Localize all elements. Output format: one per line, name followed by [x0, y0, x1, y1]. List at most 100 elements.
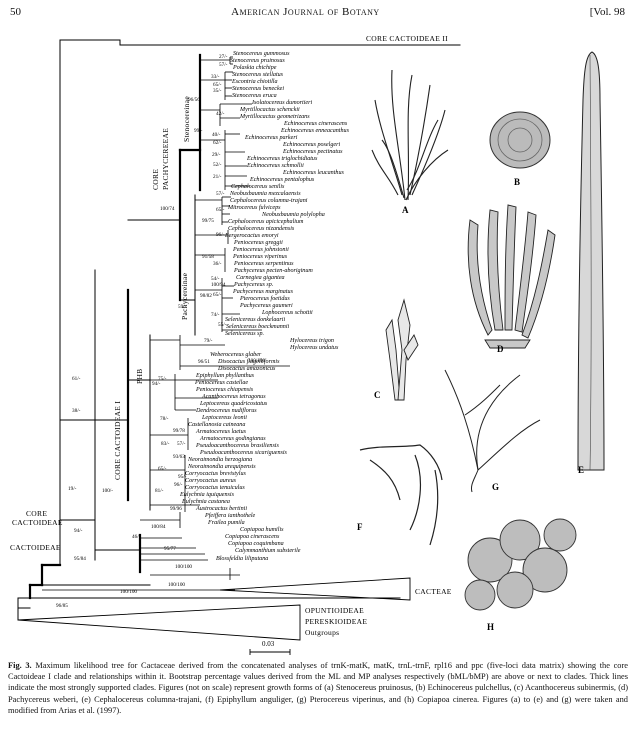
taxon-label: Echinocereus cinerascens	[283, 121, 348, 127]
taxon-label: Bergerocactus emoryi	[225, 233, 279, 239]
taxon-label: Austrocactus bertinii	[195, 506, 247, 512]
bootstrap-value: 100/100	[168, 582, 185, 588]
bootstrap-value: 91/58	[202, 254, 214, 260]
taxon-label: Pseudoacanthocereus sicariguensis	[199, 450, 288, 456]
bootstrap-value: 19/-	[68, 486, 77, 492]
taxon-label: Peniocereus serpentinus	[233, 261, 294, 267]
clade-core-cactoideae-line1: CORE	[26, 509, 47, 518]
illustration-f	[359, 444, 443, 546]
taxon-label: Epiphyllum phyllanthus	[195, 373, 255, 379]
bootstrap-value: 65/-	[213, 292, 222, 298]
taxon-label: Polaskia chichipe	[232, 65, 277, 71]
taxon-label: Stenocereus stellatus	[232, 72, 284, 78]
bootstrap-value: 59/-	[178, 304, 187, 310]
taxon-label: Echinocereus schmollii	[246, 163, 304, 169]
taxon-label: Selenicereus donkelaarii	[225, 317, 285, 323]
clade-core-pachycereeae-line1: CORE	[151, 169, 160, 190]
bootstrap-value: 36/-	[213, 261, 222, 267]
bootstrap-value: 29/-	[212, 152, 221, 158]
taxon-label: Calymmanthium substerile	[235, 548, 301, 554]
bootstrap-value: 21/-	[213, 174, 222, 180]
clade-cactoideae: CACTOIDEAE	[10, 543, 61, 552]
caption-figure-number: Fig. 3.	[8, 661, 32, 670]
taxon-label: Blossfeldia liliputana	[216, 555, 268, 562]
bootstrap-value: 79/-	[204, 338, 213, 344]
bootstrap-value: 40/-	[212, 132, 221, 138]
taxon-label: Pachycereus marginatus	[232, 289, 294, 295]
clade-core-pachycereeae-line2: PACHYCEREEAE	[161, 128, 170, 190]
taxon-label: Selenicereus boeckmannii	[226, 324, 290, 330]
phb-twigs	[150, 335, 290, 512]
bootstrap-value: 57/-	[216, 191, 225, 197]
bootstrap-value: 38/-	[72, 408, 81, 414]
clade-core-cactoideae-ii: CORE CACTOIDEAE II	[366, 34, 448, 43]
illustration-label-d: D	[497, 344, 504, 354]
bootstrap-value: 62/-	[213, 140, 222, 146]
taxon-label: Echinocereus parkeri	[244, 135, 298, 141]
bootstrap-value: 99/-	[194, 128, 203, 134]
taxon-label: Copiapoa cinerascens	[225, 534, 280, 540]
page-number: 50	[10, 6, 21, 18]
pachycereinae-twigs	[195, 196, 262, 332]
taxon-label: Armatocereus godingianus	[199, 436, 266, 442]
scale-bar-label: 0.03	[262, 640, 275, 648]
bootstrap-value: 52/-	[213, 162, 222, 168]
illustration-label-e: E	[578, 465, 584, 475]
bootstrap-value: 100/100	[248, 358, 265, 364]
clade-opuntioideae: OPUNTIOIDEAE	[305, 606, 364, 615]
bootstrap-value: 75/-	[158, 376, 167, 382]
taxon-label: Echinocereus poselgeri	[282, 142, 340, 148]
taxon-label: Eulychnia castanea	[181, 499, 230, 505]
bootstrap-value: 93/63	[173, 454, 185, 460]
illustration-d	[467, 204, 556, 349]
taxon-label: Weberocereus glaber	[210, 352, 262, 358]
illustration-label-c: C	[374, 390, 381, 400]
taxon-label: Myrtillocactus schenckii	[239, 107, 300, 113]
bootstrap-value: 94/-	[74, 528, 83, 534]
taxon-label: Echinocereus enneacanthus	[280, 128, 350, 134]
bootstrap-value: 95/84	[74, 556, 86, 562]
taxon-label: Peniocereus viperinus	[232, 254, 288, 260]
bootstrap-value: 95/77	[164, 546, 176, 552]
taxon-label: Carnegiea gigantea	[236, 275, 285, 281]
bootstrap-value: 83/-	[161, 441, 170, 447]
bootstrap-value: 35/-	[213, 88, 222, 94]
scale-bar	[249, 649, 291, 655]
taxon-label: Frailea pumila	[207, 520, 245, 526]
illustration-a	[371, 69, 449, 201]
taxon-label: Neobuxbaumia mezcalaensis	[229, 191, 301, 197]
taxon-label: Echinocereus triglochidiatus	[246, 156, 318, 162]
taxon-label: Stenocereus gummosus	[233, 51, 290, 57]
taxon-label: Dendrocereus nudiflorus	[195, 407, 257, 414]
taxon-label: Echinocereus leucanthus	[282, 170, 344, 176]
basal-twigs	[42, 512, 240, 591]
clade-cacteae: CACTEAE	[415, 587, 452, 596]
taxon-label: Acanthocereus tetragonus	[201, 394, 266, 400]
taxon-label: Copiapoa coquimbana	[228, 541, 284, 547]
illustration-b	[489, 111, 551, 169]
illustration-e	[577, 51, 605, 471]
clade-pachycereinae: Pachycereinae	[180, 272, 189, 320]
bootstrap-value: 33/-	[211, 74, 220, 80]
outgroup-wedge	[17, 597, 301, 641]
taxon-label: Isolatocereus dumortieri	[251, 100, 313, 106]
illustration-c	[385, 298, 419, 401]
taxon-label: Pfeiffera ianthothele	[204, 512, 256, 519]
bootstrap-value: 100/-	[102, 488, 113, 494]
illustration-label-a: A	[402, 205, 409, 215]
volume-label: [Vol. 98	[589, 6, 625, 18]
bootstrap-value: 65/-	[158, 466, 167, 472]
clade-outgroups: Outgroups	[305, 628, 339, 637]
bootstrap-value: 46/-	[132, 534, 141, 540]
bootstrap-value: 100/94	[211, 282, 226, 288]
taxon-label: Echinocereus pectinatus	[282, 149, 343, 155]
illustration-label-f: F	[357, 522, 363, 532]
taxon-label: Stenocereus pruinosus	[230, 58, 285, 64]
illustration-label-h: H	[487, 622, 494, 632]
bootstrap-value: 57/-	[219, 62, 228, 68]
taxon-label: Selenicereus sp.	[225, 331, 264, 337]
bootstrap-value: 96/-	[174, 482, 183, 488]
bootstrap-value: 96/85	[56, 603, 68, 609]
taxon-label: Pseudoacanthocereus brasiliensis	[195, 443, 280, 449]
